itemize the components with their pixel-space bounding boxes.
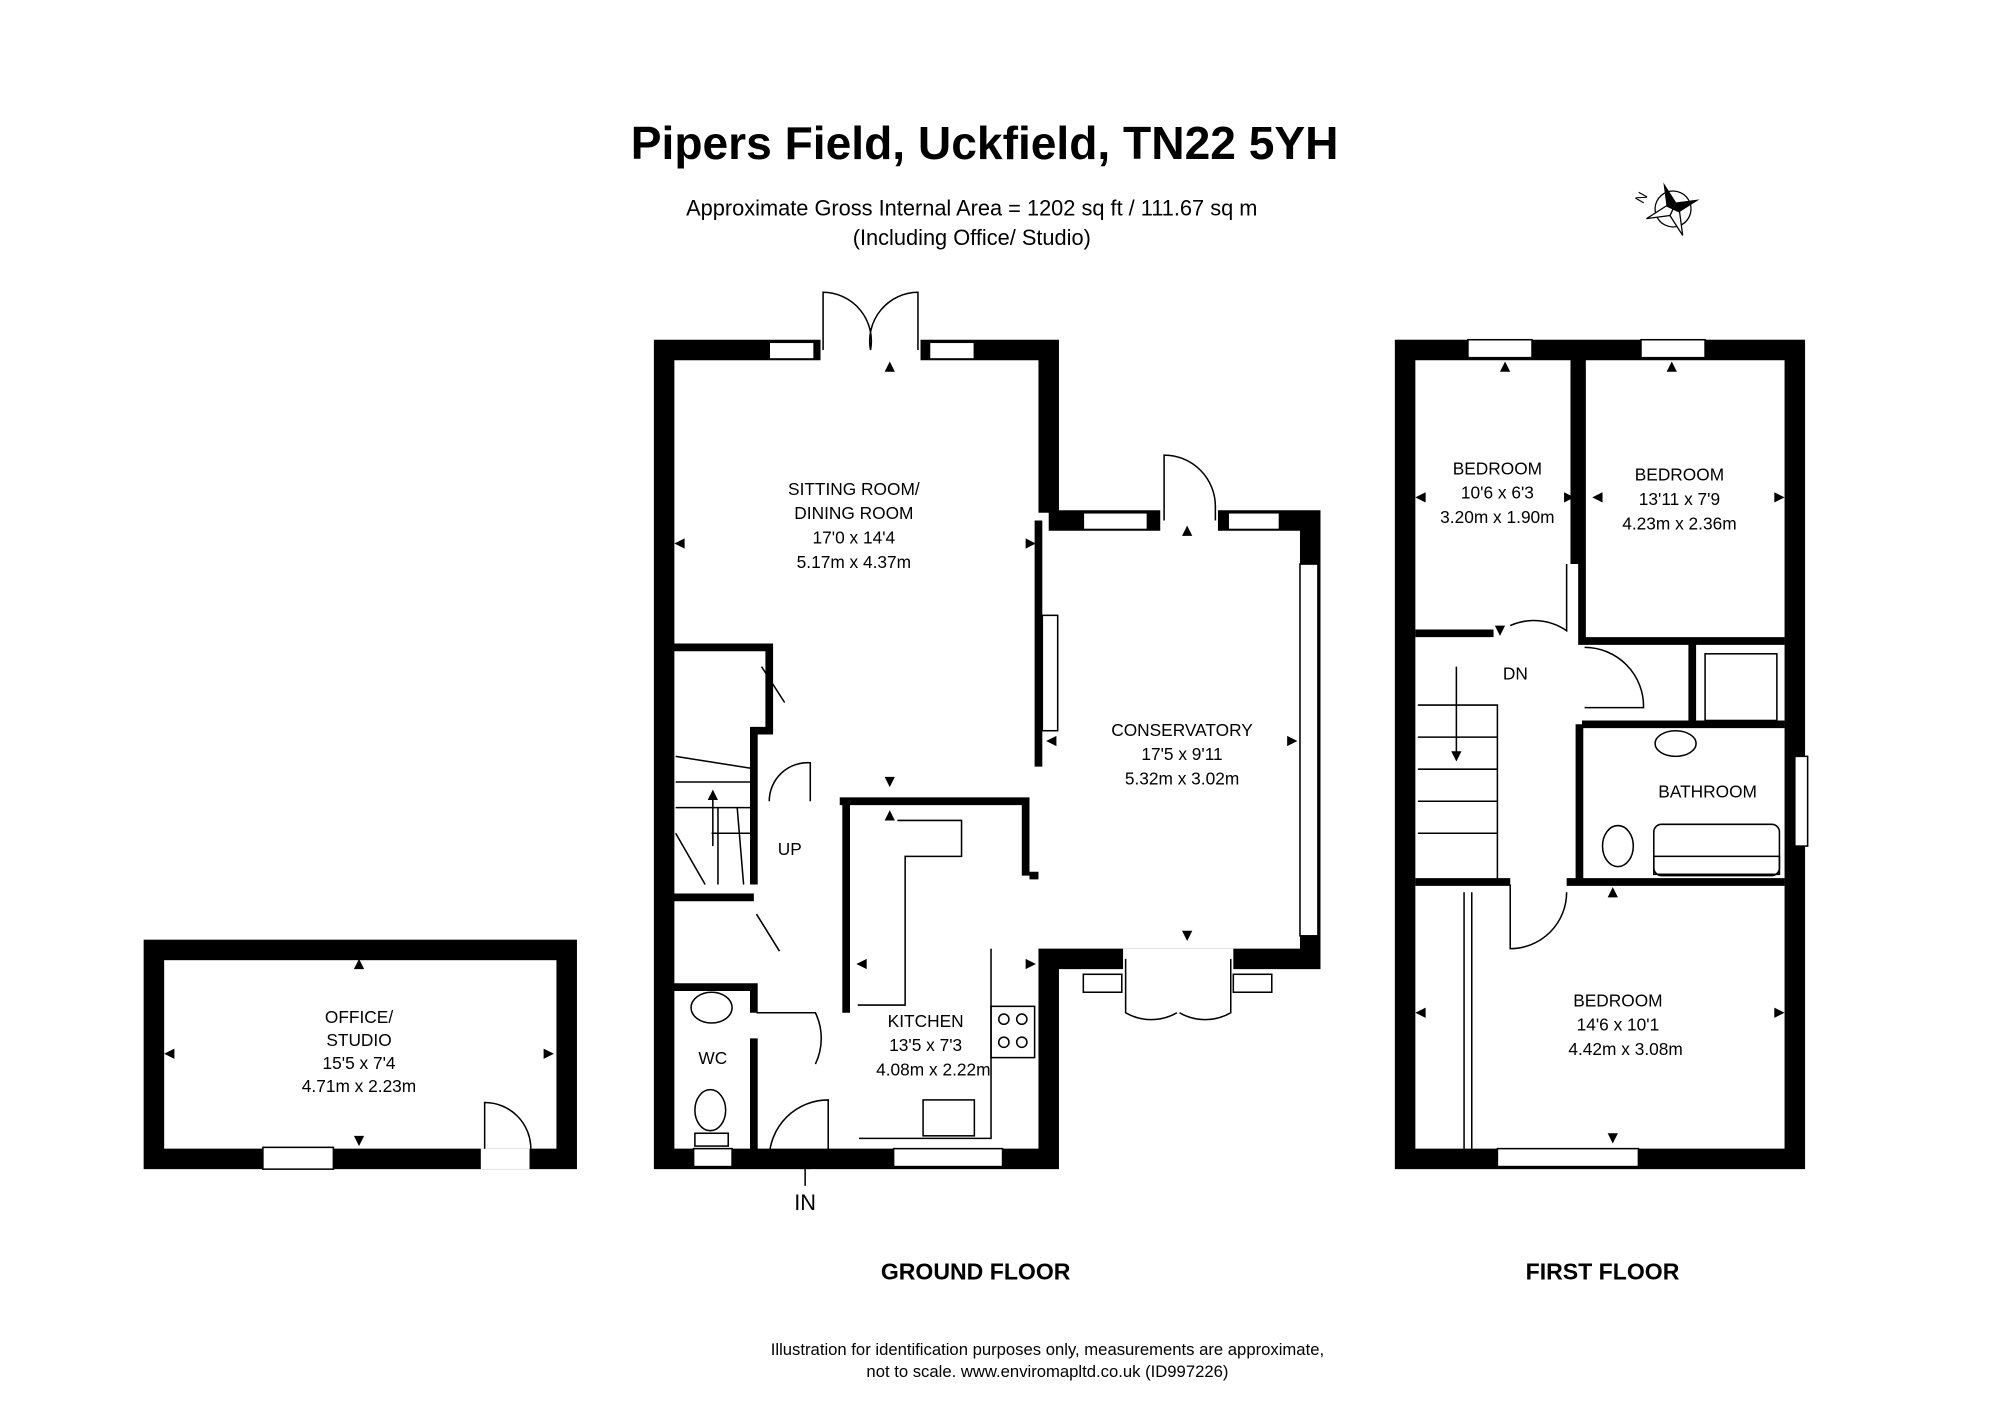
kitchen-label: KITCHEN [888, 1011, 964, 1031]
gross-area: Approximate Gross Internal Area = 1202 s… [686, 195, 1257, 220]
bedroom-3-dims-imperial: 14'6 x 10'1 [1577, 1015, 1660, 1035]
stairs-down-label: DN [1503, 663, 1528, 683]
conservatory-label: CONSERVATORY [1111, 720, 1253, 740]
wc-label: WC [698, 1048, 727, 1068]
entrance-label: IN [794, 1190, 816, 1215]
office-dims-imperial: 15'5 x 7'4 [323, 1053, 396, 1073]
first-floor-label: FIRST FLOOR [1526, 1258, 1680, 1284]
conservatory-dims-imperial: 17'5 x 9'11 [1141, 744, 1222, 764]
bedroom-2-label: BEDROOM [1635, 465, 1724, 485]
bathroom-label: BATHROOM [1658, 781, 1757, 801]
bedroom-2-dims-imperial: 13'11 x 7'9 [1639, 489, 1720, 509]
disclaimer-line-1: Illustration for identification purposes… [771, 1340, 1324, 1359]
sitting-room-dims-imperial: 17'0 x 14'4 [813, 528, 896, 548]
compass-north-label: N [1632, 189, 1651, 206]
bedroom-3-label: BEDROOM [1573, 990, 1662, 1010]
bedroom-1-dims-imperial: 10'6 x 6'3 [1461, 483, 1534, 503]
bedroom-1-dims-metric: 3.20m x 1.90m [1440, 507, 1554, 527]
ground-floor-plan: UP SITTING ROOM/ DINING ROOM 17'0 x 14'4 [653, 291, 1321, 1284]
office-label-2: STUDIO [326, 1030, 391, 1050]
bedroom-3-dims-metric: 4.42m x 3.08m [1568, 1039, 1682, 1059]
kitchen-dims-metric: 4.08m x 2.22m [876, 1060, 990, 1080]
ground-floor-label: GROUND FLOOR [881, 1258, 1071, 1284]
conservatory-dims-metric: 5.32m x 3.02m [1125, 769, 1239, 789]
svg-text:OFFICE/: OFFICE/ [325, 1007, 393, 1027]
sitting-room-dims-metric: 5.17m x 4.37m [797, 552, 911, 572]
page-title: Pipers Field, Uckfield, TN22 5YH [631, 117, 1339, 169]
bedroom-2-dims-metric: 4.23m x 2.36m [1622, 513, 1736, 533]
kitchen-dims-imperial: 13'5 x 7'3 [889, 1035, 962, 1055]
area-note: (Including Office/ Studio) [853, 225, 1091, 250]
office-studio-plan: OFFICE/ STUDIO 15'5 x 7'4 4.71m x 2.23m [143, 939, 577, 1170]
office-label-1: OFFICE/ [325, 1007, 393, 1027]
sitting-room-label-1: SITTING ROOM/ [788, 479, 920, 499]
disclaimer-line-2: not to scale. www.enviromapltd.co.uk (ID… [866, 1362, 1228, 1381]
compass-rose-icon [1646, 182, 1700, 236]
bedroom-1-label: BEDROOM [1453, 458, 1542, 478]
sitting-room-label-2: DINING ROOM [794, 503, 913, 523]
first-floor-plan: DN BEDROOM 10'6 x 6'3 3.20m x 1.90m BEDR… [1394, 338, 1809, 1284]
stairs-up-label: UP [778, 839, 802, 859]
office-dims-metric: 4.71m x 2.23m [302, 1076, 416, 1096]
